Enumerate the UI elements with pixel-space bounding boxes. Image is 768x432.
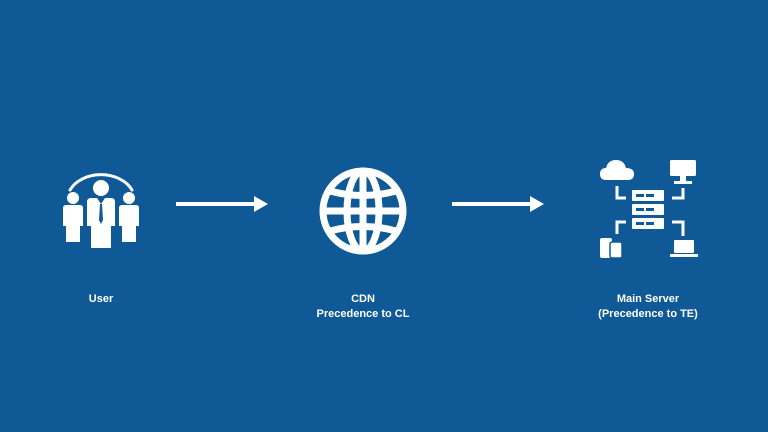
- server-network-icon: [596, 156, 700, 262]
- label-user: User: [56, 292, 146, 307]
- mobile-devices-icon: [600, 238, 623, 259]
- server-stack-icon: [632, 190, 664, 229]
- label-cdn: CDN Precedence to CL: [283, 292, 443, 322]
- arrow-user-to-cdn: [174, 194, 270, 219]
- cloud-icon: [600, 160, 634, 180]
- arrow-cdn-to-server: [450, 194, 546, 219]
- label-main-server: Main Server (Precedence to TE): [568, 292, 728, 322]
- user-group-icon: [56, 164, 146, 254]
- label-cdn-line-1: CDN: [351, 293, 375, 305]
- label-main-server-line-1: Main Server: [616, 293, 680, 305]
- monitor-icon: [670, 160, 696, 184]
- label-main-server-line-2: (Precedence to TE): [598, 308, 698, 320]
- label-user-line-1: User: [88, 293, 114, 305]
- label-cdn-line-2: Precedence to CL: [316, 308, 410, 320]
- laptop-icon: [670, 240, 698, 257]
- globe-icon: [316, 164, 410, 258]
